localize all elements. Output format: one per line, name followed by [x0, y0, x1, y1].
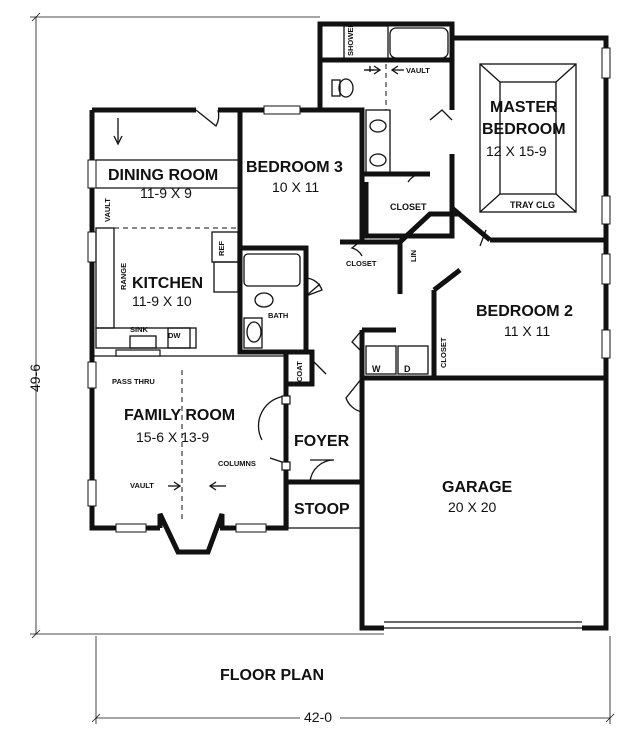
bedroom3-name: BEDROOM 3 — [246, 159, 343, 176]
plan-title: FLOOR PLAN — [220, 667, 324, 684]
master-name-1: MASTER — [490, 99, 558, 116]
columns-label: COLUMNS — [218, 459, 256, 468]
pass-thru-label: PASS THRU — [112, 377, 155, 386]
tray-clg-label: TRAY CLG — [510, 200, 555, 210]
sink-label: SINK — [130, 325, 149, 334]
bedroom2-closet-label: CLOSET — [439, 337, 448, 368]
family-room-size: 15-6 X 13-9 — [136, 429, 209, 445]
foyer-name: FOYER — [294, 433, 350, 450]
master-bath-vault-label: VAULT — [406, 66, 430, 75]
dimension-lines — [30, 12, 615, 724]
range-label: RANGE — [119, 263, 128, 290]
master-size: 12 X 15-9 — [486, 143, 547, 159]
door-swings — [195, 109, 487, 483]
family-room-name: FAMILY ROOM — [124, 407, 235, 424]
columns — [281, 395, 291, 471]
vault-arrows — [113, 64, 404, 520]
bedroom2-name: BEDROOM 2 — [476, 303, 573, 320]
room-labels: DINING ROOM 11-9 X 9 BEDROOM 3 10 X 11 M… — [108, 99, 573, 518]
linen-label: LIN — [409, 250, 418, 262]
shower-label: SHOWER — [346, 22, 355, 56]
coat-label: COAT — [295, 361, 304, 382]
bedroom3-size: 10 X 11 — [272, 179, 319, 195]
bath-label: BATH — [268, 311, 288, 320]
kitchen-size: 11-9 X 10 — [132, 293, 192, 309]
garage-size: 20 X 20 — [448, 499, 496, 515]
width-dimension: 42-0 — [304, 709, 332, 725]
family-vault-label: VAULT — [130, 481, 154, 490]
annotation-labels: SHOWER VAULT CLOSET TRAY CLG CLOSET LIN … — [103, 22, 555, 490]
ref-label: REF — [217, 241, 226, 256]
dining-room-size: 11-9 X 9 — [140, 185, 192, 201]
stoop-name: STOOP — [294, 501, 350, 518]
master-closet-label: CLOSET — [390, 202, 427, 212]
kitchen-name: KITCHEN — [132, 275, 203, 292]
hall-closet-label: CLOSET — [346, 259, 377, 268]
laundry-fixtures — [365, 345, 429, 375]
dining-vault-label: VAULT — [103, 198, 112, 222]
master-name-2: BEDROOM — [482, 121, 566, 138]
hall-bath-fixtures — [243, 253, 321, 349]
depth-dimension: 49-6 — [27, 364, 43, 392]
bedroom2-size: 11 X 11 — [504, 323, 550, 339]
dryer-label: D — [404, 364, 411, 374]
garage-name: GARAGE — [442, 479, 513, 496]
windows — [87, 47, 611, 533]
dw-label: DW — [168, 331, 181, 340]
tray-ceiling — [479, 63, 577, 213]
washer-label: W — [372, 364, 381, 374]
dining-room-name: DINING ROOM — [108, 167, 218, 184]
kitchen-fixtures — [95, 159, 240, 357]
